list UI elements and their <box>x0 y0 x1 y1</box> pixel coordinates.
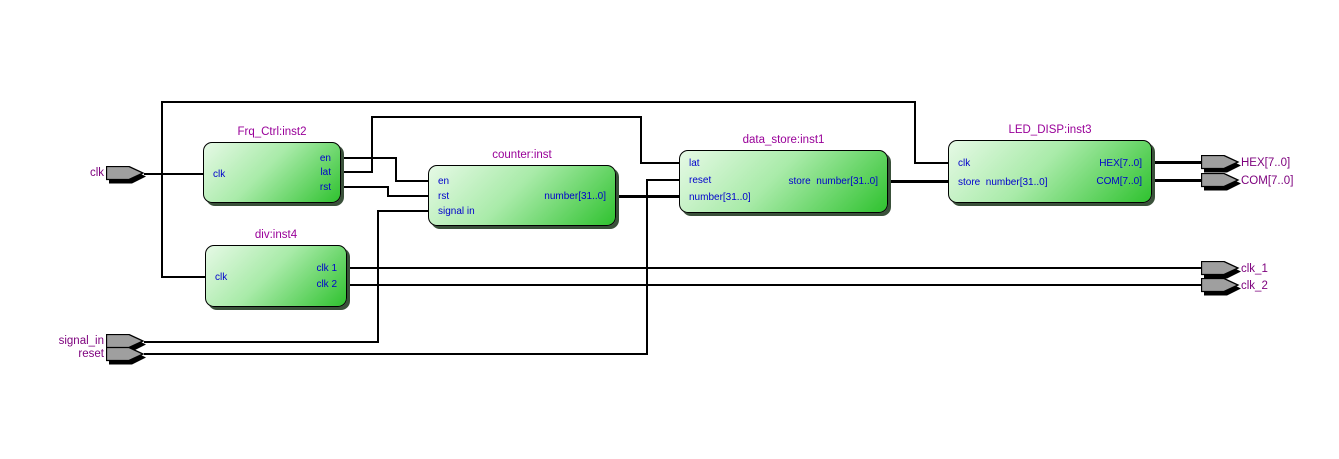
pin-label: HEX[7..0] <box>1241 157 1291 169</box>
counter-port-number: number[31..0] <box>544 191 606 202</box>
net-reset-segment <box>144 353 648 355</box>
net-clk-2-segment <box>347 284 1203 286</box>
net-signal-in-segment <box>377 210 428 212</box>
block-div[interactable]: div:inst4 clk clk 1 clk 2 <box>205 229 347 307</box>
net-lat-segment <box>341 171 373 173</box>
div-port-clk-2: clk 2 <box>316 279 337 290</box>
block-title: Frq_Ctrl:inst2 <box>237 126 307 138</box>
pin-label: reset <box>78 348 104 360</box>
net-rst-segment <box>387 186 389 196</box>
block-title: LED_DISP:inst3 <box>1008 124 1092 136</box>
led-disp-port-hex: HEX[7..0] <box>1099 158 1142 169</box>
net-reset-segment <box>646 179 679 181</box>
block-data-store[interactable]: data_store:inst1 lat reset number[31..0]… <box>679 134 888 213</box>
data-store-port-store-number: store number[31..0] <box>788 176 879 187</box>
net-clk-1-segment <box>347 267 1203 269</box>
block-title: data_store:inst1 <box>742 134 825 146</box>
pin-label: clk_1 <box>1241 263 1268 275</box>
net-lat-segment <box>371 116 373 173</box>
pin-label: signal_in <box>58 335 104 347</box>
input-pin-icon <box>105 165 146 184</box>
output-pin-hex[interactable] <box>1200 154 1243 173</box>
block-counter[interactable]: counter:inst en rst signal in number[31.… <box>428 149 616 226</box>
net-clk-segment <box>161 276 205 278</box>
pin-label: clk_2 <box>1241 280 1268 292</box>
output-pin-clk-1[interactable] <box>1200 260 1243 279</box>
led-disp-port-com: COM[7..0] <box>1096 176 1142 187</box>
frq-ctrl-port-clk: clk <box>213 169 226 180</box>
bus-hex-segment <box>1152 161 1204 164</box>
bus-com-segment <box>1152 179 1204 182</box>
input-pin-reset[interactable] <box>105 346 148 365</box>
output-pin-icon <box>1200 172 1241 191</box>
div-port-clk: clk <box>215 272 228 283</box>
bus-store-number-segment <box>888 180 949 183</box>
counter-port-en: en <box>438 176 450 187</box>
counter-port-rst: rst <box>438 191 450 202</box>
net-reset-segment <box>646 179 648 354</box>
output-pin-icon <box>1200 154 1241 173</box>
block-title: counter:inst <box>492 149 552 161</box>
net-signal-in-segment <box>144 341 379 343</box>
net-lat-segment <box>640 162 679 164</box>
data-store-port-lat: lat <box>689 158 700 169</box>
block-title: div:inst4 <box>254 229 298 241</box>
block-frq-ctrl[interactable]: Frq_Ctrl:inst2 clk en lat rst <box>203 126 341 203</box>
net-en-segment <box>395 157 397 181</box>
frq-ctrl-port-lat: lat <box>320 167 331 178</box>
bus-number-segment <box>614 195 680 198</box>
net-lat-segment <box>371 116 641 118</box>
net-rst-segment <box>387 195 428 197</box>
data-store-port-reset: reset <box>689 175 712 186</box>
net-clk-segment <box>914 162 948 164</box>
input-pin-clk[interactable] <box>105 165 148 184</box>
net-lat-segment <box>640 116 642 163</box>
block-led-disp[interactable]: LED_DISP:inst3 clk store number[31..0] H… <box>948 124 1152 203</box>
output-pin-clk-2[interactable] <box>1200 277 1243 296</box>
net-rst-segment <box>341 186 388 188</box>
net-clk-segment <box>161 101 915 103</box>
led-disp-port-clk: clk <box>958 158 971 169</box>
net-en-segment <box>341 157 396 159</box>
led-disp-port-store-number: store number[31..0] <box>958 177 1048 188</box>
output-pin-icon <box>1200 277 1241 296</box>
input-pin-icon <box>105 346 146 365</box>
div-port-clk-1: clk 1 <box>316 263 337 274</box>
net-clk-segment <box>161 101 163 277</box>
counter-port-signal-in: signal in <box>438 206 475 217</box>
pin-label: COM[7..0] <box>1241 175 1294 187</box>
net-en-segment <box>395 180 428 182</box>
frq-ctrl-port-rst: rst <box>319 182 331 193</box>
net-clk-segment <box>914 101 916 163</box>
frq-ctrl-port-en: en <box>319 153 331 164</box>
output-pin-icon <box>1200 260 1241 279</box>
data-store-port-number: number[31..0] <box>689 192 751 203</box>
pin-label: clk <box>89 167 104 179</box>
net-clk-segment <box>144 173 203 175</box>
output-pin-com[interactable] <box>1200 172 1243 191</box>
net-signal-in-segment <box>377 210 379 342</box>
